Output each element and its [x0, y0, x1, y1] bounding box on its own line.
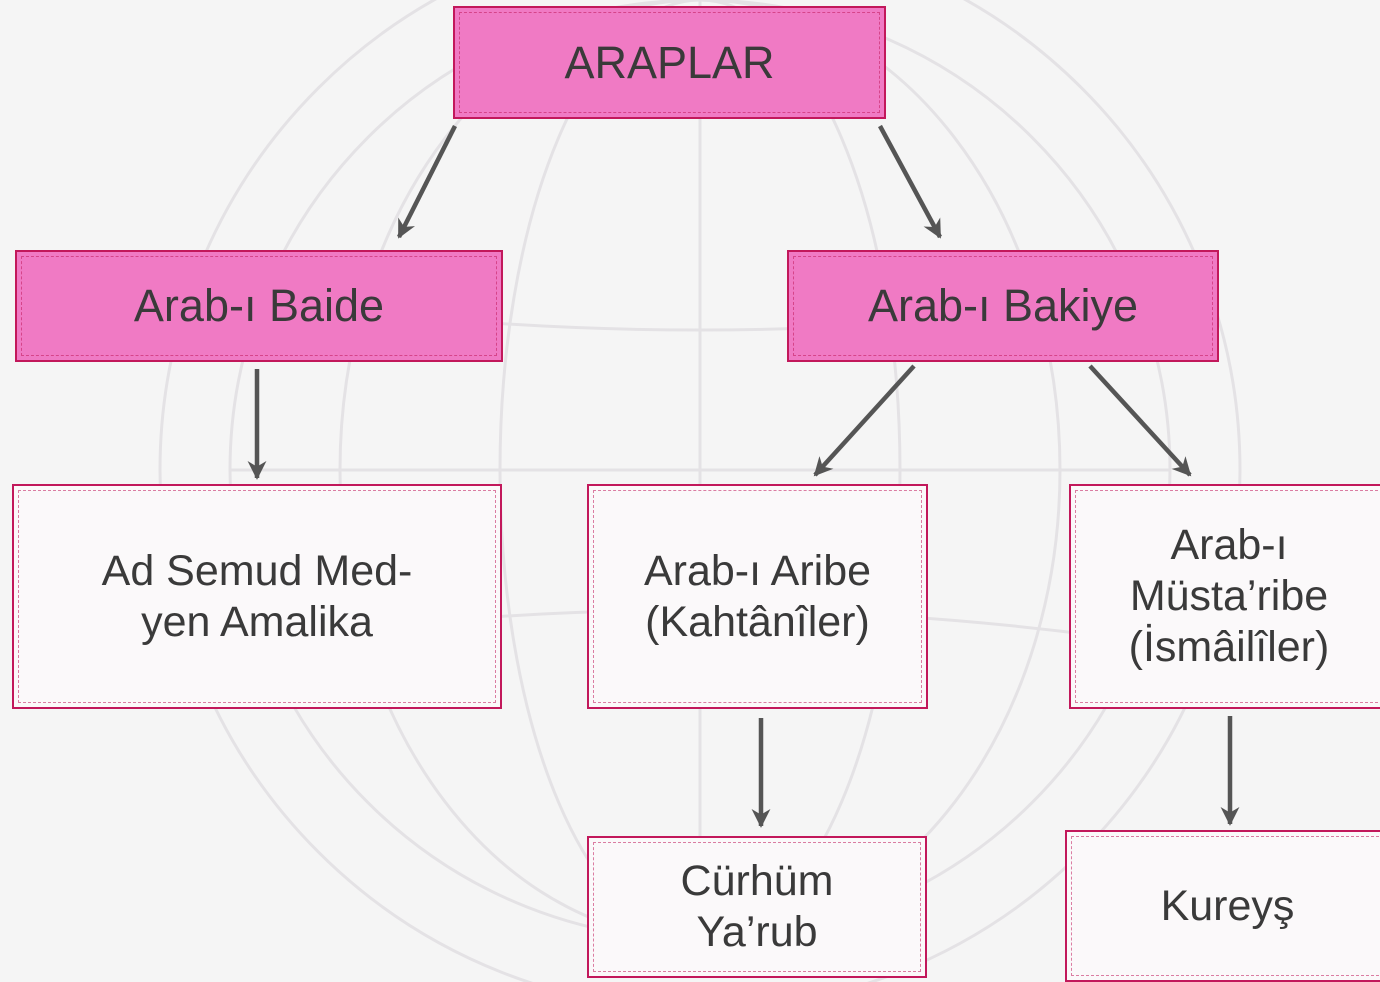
arrow-bakiye-to-aribe [813, 364, 916, 477]
node-arab-i-baide-line-1: Arab-ı Baide [133, 280, 385, 332]
node-ad-line-2: yen Amalika [141, 597, 373, 646]
node-aribe-line-1: Arab-ı Aribe [643, 546, 872, 595]
node-kureys: Kureyş [1065, 830, 1380, 982]
node-kureys-line-1: Kureyş [1160, 881, 1295, 930]
node-araplar-line-1: ARAPLAR [564, 36, 775, 88]
node-musta-line-1: Arab-ı [1170, 521, 1288, 570]
node-arab-i-mustaribe: Arab-ı Müsta’ribe (İsmâilîler) [1069, 484, 1380, 709]
node-araplar: ARAPLAR [453, 6, 886, 119]
arrow-araplar-to-bakiye [878, 124, 942, 239]
node-ad-semud-medyen-amalika: Ad Semud Med- yen Amalika [12, 484, 502, 709]
node-curhum-yarub: Cürhüm Ya’rub [587, 836, 927, 978]
node-ad-line-1: Ad Semud Med- [101, 546, 413, 595]
node-aribe-line-2: (Kahtânîler) [645, 597, 870, 646]
node-musta-line-3: (İsmâilîler) [1128, 622, 1330, 671]
arrow-araplar-to-baide [396, 124, 458, 239]
node-curhum-line-2: Ya’rub [696, 908, 818, 956]
node-curhum-line-1: Cürhüm [680, 857, 834, 906]
node-arab-i-bakiye-line-1: Arab-ı Bakiye [867, 280, 1139, 332]
node-arab-i-bakiye: Arab-ı Bakiye [787, 250, 1219, 362]
arrow-bakiye-to-musta [1088, 364, 1192, 477]
node-arab-i-aribe: Arab-ı Aribe (Kahtânîler) [587, 484, 928, 709]
node-arab-i-baide: Arab-ı Baide [15, 250, 503, 362]
node-musta-line-2: Müsta’ribe [1129, 572, 1329, 621]
